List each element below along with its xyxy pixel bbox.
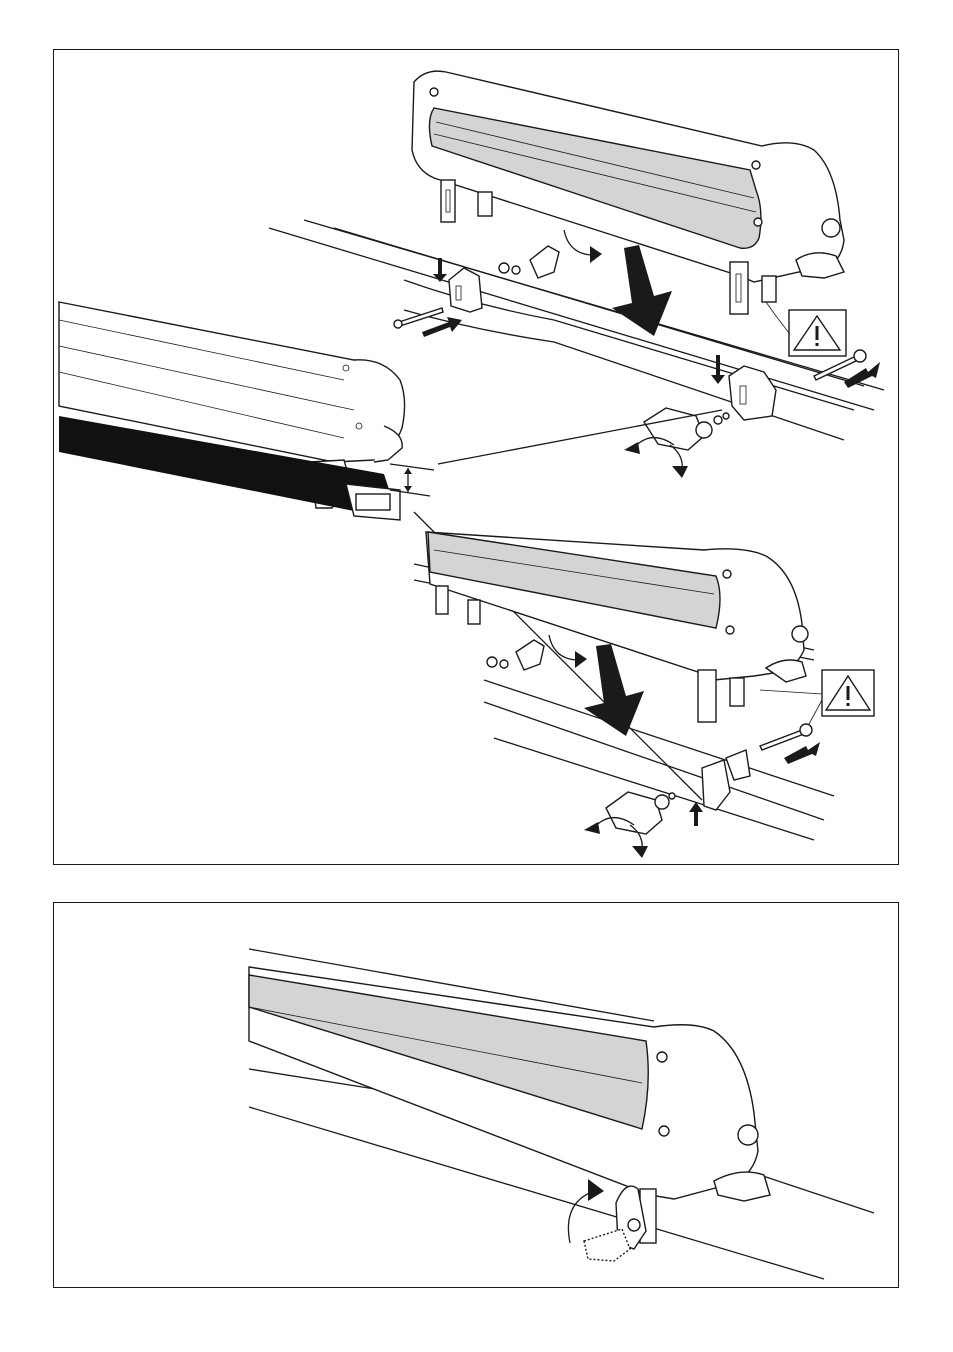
ski-carrier-lower (414, 532, 874, 858)
washer-1 (499, 263, 509, 273)
bottom-panel (53, 902, 899, 1288)
foot-right-a (730, 262, 748, 314)
top-panel (53, 49, 899, 865)
down-arrow-large-upper (612, 245, 672, 336)
top-panel-drawing (54, 50, 900, 866)
foot-left-a (441, 180, 455, 222)
foot-right-b (762, 276, 776, 302)
key-lock-icon (822, 219, 840, 237)
clamp-bracket-upper-left (449, 268, 482, 312)
bottom-panel-drawing (54, 903, 900, 1289)
key-lock-icon-bottom (738, 1125, 758, 1145)
clamp-bracket-upper-right (729, 366, 776, 420)
clamp-knob-upper (530, 246, 559, 278)
warning-box-upper (766, 302, 846, 356)
down-arrow-small-2 (711, 355, 725, 384)
foot-left-b (478, 192, 492, 216)
bolt-left (394, 308, 462, 337)
ski-carrier-bottom (249, 967, 770, 1261)
washer-2 (512, 266, 520, 274)
rotate-arrow-upper (564, 230, 594, 255)
key-lock-icon-lower (792, 626, 808, 642)
